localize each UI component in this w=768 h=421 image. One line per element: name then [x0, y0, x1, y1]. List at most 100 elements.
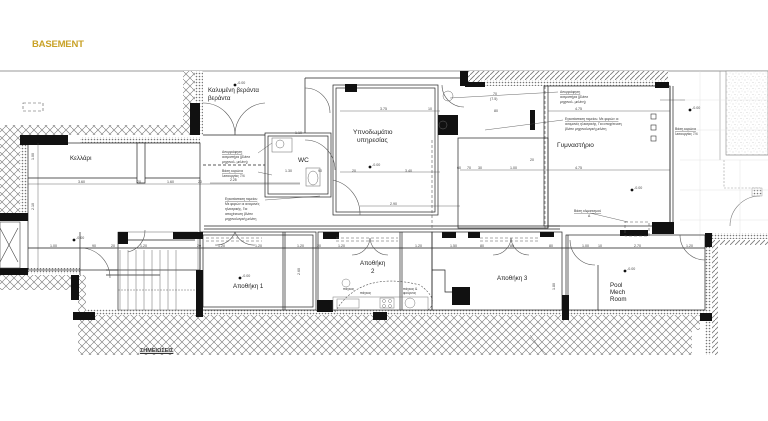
svg-text:4.75: 4.75 [575, 166, 582, 170]
svg-text:2.10: 2.10 [31, 203, 35, 210]
cellar-install-note: Εγκατάσταση ταμείου Με φορών οι αναμονές… [225, 197, 260, 221]
svg-text:10: 10 [598, 244, 602, 248]
svg-text:1.00: 1.00 [510, 166, 517, 170]
level-pool: -0.00 [627, 267, 635, 271]
svg-text:1.30: 1.30 [285, 169, 292, 173]
leader-lines [257, 91, 685, 356]
svg-text:90: 90 [92, 244, 96, 248]
staircase [117, 231, 199, 311]
svg-text:1.00: 1.00 [582, 244, 589, 248]
svg-text:1.00: 1.00 [50, 244, 57, 248]
svg-text:20: 20 [352, 169, 356, 173]
room-label-storage-1: Αποθήκη 1 [233, 283, 264, 290]
svg-text:1.20: 1.20 [415, 244, 422, 248]
svg-text:1.20: 1.20 [686, 244, 693, 248]
svg-text:20: 20 [530, 158, 534, 162]
svg-text:3.75: 3.75 [380, 107, 387, 111]
svg-text:αποχέτευση βλέπε: αποχέτευση βλέπε [225, 212, 253, 216]
svg-text:1.20: 1.20 [140, 244, 147, 248]
room-label-storage-2: Αποθήκη [360, 260, 386, 267]
svg-text:Βάση κορώνα: Βάση κορώνα [222, 169, 243, 173]
svg-text:1.50: 1.50 [450, 244, 457, 248]
svg-text:70: 70 [493, 92, 497, 96]
wall-lines [27, 77, 706, 311]
svg-text:μηχανολογική μελέτη: μηχανολογική μελέτη [225, 217, 257, 221]
room-label-wc: WC [298, 157, 309, 164]
room-label-pool-1: Pool [610, 282, 622, 289]
svg-text:20: 20 [317, 244, 321, 248]
svg-text:λειτουργίας 7/4: λειτουργίας 7/4 [675, 132, 698, 136]
svg-text:βλέπε μηχανολογική μελέτη: βλέπε μηχανολογική μελέτη [565, 127, 606, 131]
svg-text:1.20: 1.20 [218, 244, 225, 248]
svg-text:2.60: 2.60 [297, 268, 301, 275]
svg-text:πάγκος: πάγκος [360, 291, 371, 295]
svg-text:1.20: 1.20 [338, 244, 345, 248]
svg-text:70: 70 [467, 166, 471, 170]
room-label-pool-3: Room [610, 296, 627, 303]
svg-text:1.10: 1.10 [295, 131, 302, 135]
wc-fan-note: Απορρόφηση ανεμιστήρα (βλέπε μηχανολ. με… [222, 150, 251, 182]
svg-text:20: 20 [137, 180, 141, 184]
svg-text:1.20: 1.20 [297, 244, 304, 248]
svg-text:Με φορών οι αναμονές: Με φορών οι αναμονές [225, 202, 260, 206]
svg-text:80: 80 [480, 244, 484, 248]
room-label-bedroom-2: υπηρεσίας [357, 136, 388, 144]
svg-text:20: 20 [111, 244, 115, 248]
svg-text:1.00: 1.00 [31, 153, 35, 160]
elevator-shaft [0, 221, 21, 269]
svg-text:20: 20 [198, 180, 202, 184]
gym-fan-note: Απορρόφηση ανεμιστήρα (βλέπε μηχανολ. με… [560, 90, 589, 104]
level-gym: -0.00 [634, 186, 642, 190]
svg-text:80: 80 [510, 244, 514, 248]
room-label-storage-3: Αποθήκη 3 [497, 275, 528, 282]
svg-text:20: 20 [197, 244, 201, 248]
level-veranda: -0.00 [237, 81, 245, 85]
slide-title: BASEMENT [32, 39, 84, 50]
level-cellar: -0.00 [76, 236, 84, 240]
structural-columns [0, 71, 712, 321]
svg-text:2.90: 2.90 [390, 202, 397, 206]
svg-text:Απορρόφηση: Απορρόφηση [560, 90, 580, 94]
gym-markers [650, 113, 657, 142]
dimension-labels: 1.10 3.75 10 1.30 90 20 3.40 3.60 20 1.6… [31, 92, 693, 290]
svg-text:Βάση κλιματισμού: Βάση κλιματισμού [574, 209, 601, 213]
notes-heading: ΣΗΜΕΙΩΣΕΙΣ [139, 348, 175, 354]
svg-text:60: 60 [457, 166, 461, 170]
svg-text:4.75: 4.75 [575, 107, 582, 111]
svg-text:φούρνος: φούρνος [403, 291, 416, 295]
svg-text:Εγκατάσταση ταμείου: Εγκατάσταση ταμείου [225, 197, 257, 201]
svg-text:30: 30 [478, 166, 482, 170]
dashed-lines [22, 86, 650, 242]
svg-text:1.20: 1.20 [255, 244, 262, 248]
wc-fixtures [271, 90, 454, 187]
level-markers [72, 83, 692, 280]
level-storage-1: -0.00 [242, 274, 250, 278]
svg-text:μηχανολ. μελέτη): μηχανολ. μελέτη) [560, 100, 586, 104]
svg-text:1.80: 1.80 [552, 283, 556, 290]
room-label-gym: Γυμναστήριο [557, 142, 594, 149]
svg-text:Α: Α [588, 214, 591, 218]
svg-text:2.70: 2.70 [634, 244, 641, 248]
svg-text:ηλεκτρικής, Για: ηλεκτρικής, Για [225, 207, 247, 211]
svg-text:ανεμιστήρα (βλέπε: ανεμιστήρα (βλέπε [560, 95, 589, 99]
svg-text:Εγκατάσταση ταμείου. Με φορών: Εγκατάσταση ταμείου. Με φορών οι [565, 117, 619, 121]
svg-text:3.60: 3.60 [78, 180, 85, 184]
garden-area [680, 70, 768, 240]
svg-text:μηχανολ. μελέτη): μηχανολ. μελέτη) [222, 160, 248, 164]
door-swings [82, 84, 706, 313]
svg-text:90: 90 [318, 169, 322, 173]
svg-text:ανεμιστήρα (βλέπε: ανεμιστήρα (βλέπε [222, 155, 251, 159]
room-label-veranda-1: Καλυμένη βεράντα [208, 87, 259, 94]
gym-install-note: Εγκατάσταση ταμείου. Με φορών οι αναμονέ… [565, 117, 622, 131]
kitchen-notes: πάγκος πάγκος πάγκος & φούρνος [343, 287, 418, 295]
svg-text:80: 80 [549, 244, 553, 248]
svg-text:πάγκος: πάγκος [343, 287, 354, 291]
svg-text:1.60: 1.60 [167, 180, 174, 184]
svg-text:3.40: 3.40 [405, 169, 412, 173]
dimension-lines [28, 110, 705, 270]
level-right: -0.00 [692, 106, 700, 110]
svg-text:80: 80 [494, 109, 498, 113]
svg-text:2.25: 2.25 [230, 178, 237, 182]
room-label-bedroom-1: Υπνοδωμάτιο [353, 128, 393, 136]
